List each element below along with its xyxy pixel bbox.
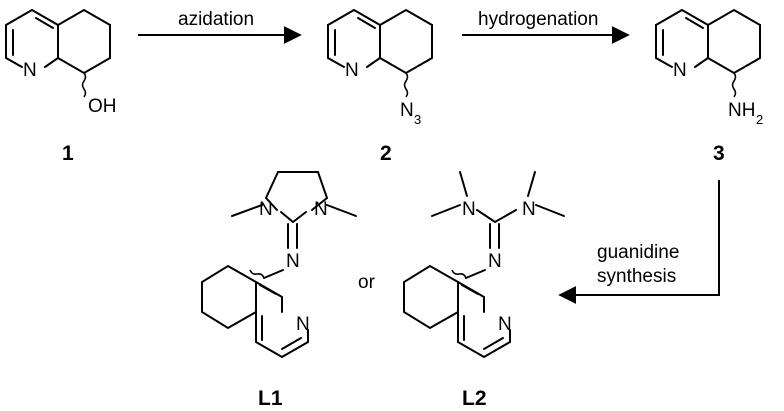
imine-n-label: N	[286, 251, 300, 272]
ligand-l2: N N N N L2	[403, 171, 565, 410]
hydrogenation-label: hydrogenation	[478, 9, 598, 30]
amine-label: NH	[728, 100, 755, 121]
pyridine-n-label: N	[296, 314, 310, 335]
compound-3: N NH 2 3	[655, 8, 763, 165]
or-label: or	[358, 272, 376, 293]
ligand-l2-number: L2	[462, 387, 487, 410]
guanidine-label: guanidine	[597, 242, 679, 263]
dimethylamino-n2-label: N	[522, 199, 536, 220]
compound-1-number: 1	[62, 142, 74, 165]
hydroxyl-label: OH	[88, 96, 117, 117]
pyridine-n-label: N	[498, 314, 512, 335]
imidazolidine-n3-label: N	[314, 199, 328, 220]
ring-nitrogen-label: N	[345, 60, 359, 81]
imine-n-label: N	[488, 251, 502, 272]
compound-1: N OH 1	[5, 8, 117, 165]
compound-2-number: 2	[380, 142, 392, 165]
amine-subscript: 2	[756, 112, 763, 127]
ring-nitrogen-label: N	[23, 60, 37, 81]
ligand-l1: N N N N L1	[201, 171, 357, 410]
synthesis-label: synthesis	[597, 266, 676, 287]
imidazolidine-n1-label: N	[259, 199, 273, 220]
compound-2: N N 3 2	[327, 8, 433, 165]
arrow-guanidine-synthesis	[558, 180, 720, 304]
ligand-l1-number: L1	[258, 387, 283, 410]
azide-label: N	[400, 100, 414, 121]
dimethylamino-n1-label: N	[462, 199, 476, 220]
compound-3-number: 3	[713, 142, 725, 165]
ring-nitrogen-label: N	[673, 60, 687, 81]
azidation-label: azidation	[178, 9, 254, 30]
azide-subscript: 3	[414, 112, 421, 127]
